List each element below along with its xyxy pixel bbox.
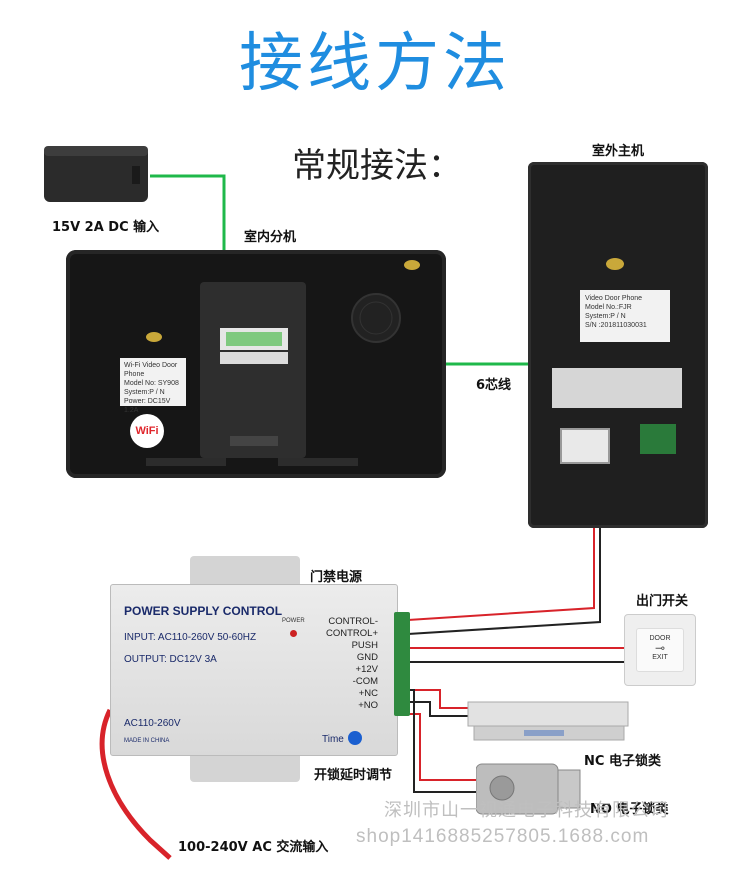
outdoor-unit — [528, 162, 708, 528]
delay-adjust-label: 开锁延时调节 — [314, 768, 393, 783]
psu-time-label: Time — [322, 734, 344, 745]
wifi-logo: WiFi — [130, 414, 164, 448]
psu-ac-label: AC110-260V — [124, 718, 181, 729]
terminal-gnd: GND — [356, 652, 378, 663]
terminal-com: -COM — [352, 676, 378, 687]
outdoor-connector — [640, 424, 676, 454]
outdoor-sticker: Video Door Phone Model No.:FJR System:P … — [580, 290, 670, 342]
indoor-foot-left — [146, 458, 226, 466]
psu-made-in: MADE IN CHINA — [124, 738, 170, 744]
adapter-label: 15V 2A DC 输入 — [52, 220, 160, 235]
nc-lock-wires — [408, 689, 470, 709]
psu-power-led — [290, 630, 297, 637]
indoor-screw — [146, 332, 162, 342]
outdoor-dip-panel — [552, 368, 682, 408]
watermark-company: 深圳市山一视通电子科技有限公司 — [384, 800, 669, 821]
power-supply-label: 门禁电源 — [310, 570, 363, 585]
ac-mains-cable — [99, 708, 172, 860]
indoor-sticker: Wi-Fi Video Door Phone Model No: SY908 S… — [120, 358, 186, 414]
psu-body — [110, 584, 398, 756]
electric-lock-icon — [476, 763, 581, 815]
exit-switch-button: DOOR ⊸ EXIT — [636, 628, 684, 672]
indoor-foot-right — [278, 458, 358, 466]
psu-mounting-tab-bottom — [190, 752, 300, 782]
indoor-bracket — [200, 282, 306, 458]
terminal-no: +NO — [358, 700, 378, 711]
power-adapter-icon — [44, 146, 148, 202]
outdoor-terminal-block — [560, 428, 610, 464]
terminal-nc: +NC — [358, 688, 378, 699]
terminal-push: PUSH — [351, 640, 378, 651]
psu-input: INPUT: AC110-260V 50-60HZ — [124, 632, 257, 643]
delay-knob[interactable] — [348, 731, 362, 745]
outdoor-screw — [606, 258, 624, 270]
key-icon: ⊸ — [654, 641, 666, 655]
psu-output: OUTPUT: DC12V 3A — [124, 654, 217, 665]
terminal-control-minus: CONTROL- — [328, 616, 378, 627]
watermark-shop: shop1416885257805.1688.com — [356, 826, 650, 847]
psu-power-led-label: POWER — [282, 618, 305, 624]
terminal-12v: +12V — [355, 664, 378, 675]
exit-switch-label: 出门开关 — [636, 594, 689, 609]
wiring-subtitle: 常规接法： — [292, 146, 462, 186]
page-title: 接线方法 — [239, 27, 511, 101]
magnetic-lock-icon — [467, 701, 629, 741]
indoor-unit-label: 室内分机 — [244, 230, 297, 245]
psu-mounting-tab-top — [190, 556, 300, 588]
indoor-screw — [404, 260, 420, 270]
terminal-control-plus: CONTROL+ — [326, 628, 378, 639]
nc-lock-label: NC 电子锁类 — [584, 754, 661, 769]
outdoor-unit-label: 室外主机 — [592, 144, 645, 159]
six-core-label: 6芯线 — [476, 378, 512, 393]
psu-terminal-block — [394, 612, 410, 716]
no-lock-label: NO 电子锁类 — [590, 802, 669, 817]
ac-input-label: 100-240V AC 交流输入 — [178, 840, 329, 855]
psu-brand: POWER SUPPLY CONTROL — [124, 604, 283, 618]
speaker-grille — [351, 293, 401, 343]
